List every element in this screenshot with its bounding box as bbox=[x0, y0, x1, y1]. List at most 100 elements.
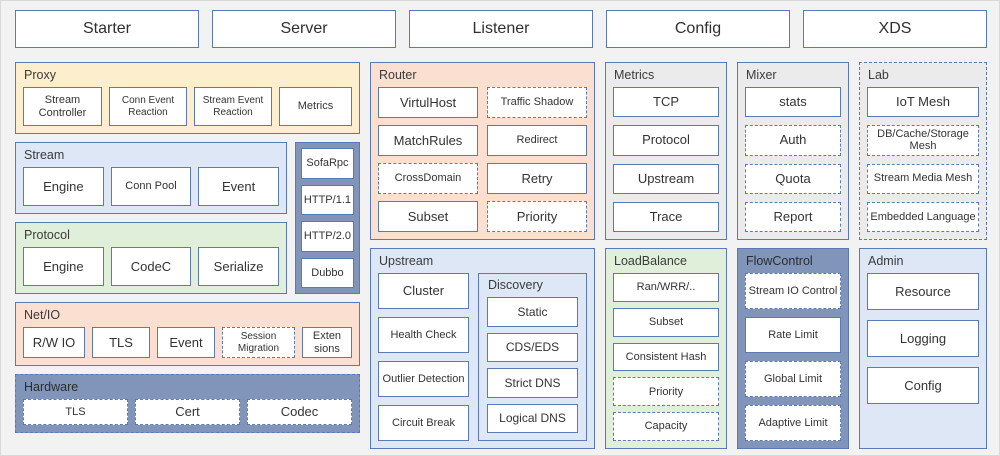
tab-listener[interactable]: Listener bbox=[409, 9, 593, 48]
group-hardware[interactable]: Hardware TLS Cert Codec bbox=[15, 374, 360, 433]
node-session-migration[interactable]: Session Migration bbox=[222, 327, 295, 358]
node-metrics-trace[interactable]: Trace bbox=[613, 201, 719, 232]
group-title-net-io: Net/IO bbox=[24, 308, 61, 322]
node-http-1-1[interactable]: HTTP/1.1 bbox=[300, 184, 354, 215]
node-extensions[interactable]: Exten sions bbox=[302, 327, 352, 358]
tab-xds[interactable]: XDS bbox=[803, 9, 987, 48]
node-subset-router[interactable]: Subset bbox=[378, 201, 478, 232]
node-auth[interactable]: Auth bbox=[745, 125, 841, 156]
hardware-node-row: TLS Cert Codec bbox=[23, 399, 352, 425]
group-title-router: Router bbox=[379, 68, 417, 82]
node-quota[interactable]: Quota bbox=[745, 163, 841, 194]
node-stream-media-mesh[interactable]: Stream Media Mesh bbox=[867, 163, 979, 194]
column-router-upstream: Router VirtulHost MatchRules CrossDomain… bbox=[370, 62, 595, 449]
node-report[interactable]: Report bbox=[745, 201, 841, 232]
group-net-io[interactable]: Net/IO R/W IO TLS Event Session Migratio… bbox=[15, 302, 360, 366]
group-lab[interactable]: Lab IoT Mesh DB/Cache/Storage Mesh Strea… bbox=[859, 62, 987, 240]
group-protocol[interactable]: Protocol Engine CodeC Serialize bbox=[15, 222, 287, 294]
net-io-node-row: R/W IO TLS Event Session Migration Exten… bbox=[23, 327, 352, 358]
tab-server[interactable]: Server bbox=[212, 9, 396, 48]
node-stream-controller[interactable]: Stream Controller bbox=[23, 87, 102, 126]
group-flowcontrol[interactable]: FlowControl Stream IO Control Rate Limit… bbox=[737, 248, 849, 449]
node-hw-codec[interactable]: Codec bbox=[247, 399, 352, 425]
node-hw-tls[interactable]: TLS bbox=[23, 399, 128, 425]
router-right-column: Traffic Shadow Redirect Retry Priority bbox=[487, 87, 587, 232]
node-admin-resource[interactable]: Resource bbox=[867, 273, 979, 310]
node-metrics-protocol[interactable]: Protocol bbox=[613, 125, 719, 156]
node-dubbo[interactable]: Dubbo bbox=[300, 257, 354, 288]
node-retry[interactable]: Retry bbox=[487, 163, 587, 194]
node-proxy-metrics[interactable]: Metrics bbox=[279, 87, 352, 126]
node-global-limit[interactable]: Global Limit bbox=[745, 361, 841, 397]
node-cluster[interactable]: Cluster bbox=[378, 273, 469, 309]
node-logical-dns[interactable]: Logical DNS bbox=[487, 403, 578, 433]
node-tls[interactable]: TLS bbox=[92, 327, 150, 358]
node-metrics-upstream[interactable]: Upstream bbox=[613, 163, 719, 194]
node-health-check[interactable]: Health Check bbox=[378, 317, 469, 353]
node-stream-event-reaction[interactable]: Stream Event Reaction bbox=[194, 87, 272, 126]
tab-config[interactable]: Config bbox=[606, 9, 790, 48]
node-stream-event[interactable]: Event bbox=[198, 167, 279, 206]
node-metrics-tcp[interactable]: TCP bbox=[613, 87, 719, 118]
node-static[interactable]: Static bbox=[487, 297, 578, 327]
node-virtulhost[interactable]: VirtulHost bbox=[378, 87, 478, 118]
node-admin-logging[interactable]: Logging bbox=[867, 320, 979, 357]
group-proxy[interactable]: Proxy Stream Controller Conn Event React… bbox=[15, 62, 360, 134]
node-db-cache-storage-mesh[interactable]: DB/Cache/Storage Mesh bbox=[867, 125, 979, 156]
tab-starter[interactable]: Starter bbox=[15, 9, 199, 48]
group-discovery[interactable]: Discovery Static CDS/EDS Strict DNS Logi… bbox=[478, 273, 587, 441]
group-router[interactable]: Router VirtulHost MatchRules CrossDomain… bbox=[370, 62, 595, 240]
group-title-discovery: Discovery bbox=[488, 278, 543, 292]
node-outlier-detection[interactable]: Outlier Detection bbox=[378, 361, 469, 397]
node-rw-io[interactable]: R/W IO bbox=[23, 327, 85, 358]
node-traffic-shadow[interactable]: Traffic Shadow bbox=[487, 87, 587, 118]
node-iot-mesh[interactable]: IoT Mesh bbox=[867, 87, 979, 118]
group-metrics[interactable]: Metrics TCP Protocol Upstream Trace bbox=[605, 62, 727, 240]
node-rate-limit[interactable]: Rate Limit bbox=[745, 317, 841, 353]
node-capacity[interactable]: Capacity bbox=[613, 412, 719, 441]
node-ran-wrr[interactable]: Ran/WRR/.. bbox=[613, 273, 719, 302]
node-crossdomain[interactable]: CrossDomain bbox=[378, 163, 478, 194]
node-lb-priority[interactable]: Priority bbox=[613, 377, 719, 407]
column-mixer-flowcontrol: Mixer stats Auth Quota Report FlowContro… bbox=[737, 62, 849, 449]
tab-label: Starter bbox=[82, 19, 131, 37]
discovery-node-stack: Static CDS/EDS Strict DNS Logical DNS bbox=[487, 297, 578, 433]
node-adaptive-limit[interactable]: Adaptive Limit bbox=[745, 405, 841, 441]
node-matchrules[interactable]: MatchRules bbox=[378, 125, 478, 156]
column-metrics-loadbalance: Metrics TCP Protocol Upstream Trace Load… bbox=[605, 62, 727, 449]
group-loadbalance[interactable]: LoadBalance Ran/WRR/.. Subset Consistent… bbox=[605, 248, 727, 449]
stream-node-row: Engine Conn Pool Event bbox=[23, 167, 279, 206]
node-http-2-0[interactable]: HTTP/2.0 bbox=[300, 221, 354, 252]
metrics-node-stack: TCP Protocol Upstream Trace bbox=[613, 87, 719, 232]
group-protocol-variants: SofaRpc HTTP/1.1 HTTP/2.0 Dubbo bbox=[294, 142, 360, 294]
node-cds-eds[interactable]: CDS/EDS bbox=[487, 332, 578, 362]
tab-label: Server bbox=[280, 19, 328, 37]
node-circuit-break[interactable]: Circuit Break bbox=[378, 405, 469, 441]
node-strict-dns[interactable]: Strict DNS bbox=[487, 368, 578, 398]
node-priority-router[interactable]: Priority bbox=[487, 201, 587, 232]
node-lb-subset[interactable]: Subset bbox=[613, 307, 719, 337]
node-consistent-hash[interactable]: Consistent Hash bbox=[613, 342, 719, 372]
tab-label: Listener bbox=[472, 19, 530, 37]
node-admin-config[interactable]: Config bbox=[867, 367, 979, 404]
node-conn-event-reaction[interactable]: Conn Event Reaction bbox=[109, 87, 187, 126]
node-sofarpc[interactable]: SofaRpc bbox=[300, 148, 354, 179]
node-hw-cert[interactable]: Cert bbox=[135, 399, 240, 425]
group-mixer[interactable]: Mixer stats Auth Quota Report bbox=[737, 62, 849, 240]
node-net-event[interactable]: Event bbox=[157, 327, 215, 358]
node-stream-io-control[interactable]: Stream IO Control bbox=[745, 273, 841, 309]
group-stream[interactable]: Stream Engine Conn Pool Event bbox=[15, 142, 287, 214]
node-embedded-language[interactable]: Embedded Language bbox=[867, 201, 979, 232]
node-conn-pool[interactable]: Conn Pool bbox=[110, 167, 192, 206]
upstream-left-column: Cluster Health Check Outlier Detection C… bbox=[378, 273, 469, 441]
node-serialize[interactable]: Serialize bbox=[198, 247, 279, 286]
group-upstream[interactable]: Upstream Cluster Health Check Outlier De… bbox=[370, 248, 595, 449]
node-stats[interactable]: stats bbox=[745, 87, 841, 118]
node-stream-engine[interactable]: Engine bbox=[23, 167, 104, 206]
group-admin[interactable]: Admin Resource Logging Config bbox=[859, 248, 987, 449]
node-redirect[interactable]: Redirect bbox=[487, 125, 587, 156]
node-protocol-engine[interactable]: Engine bbox=[23, 247, 104, 286]
tab-label: XDS bbox=[878, 19, 912, 37]
node-codec[interactable]: CodeC bbox=[110, 247, 192, 286]
